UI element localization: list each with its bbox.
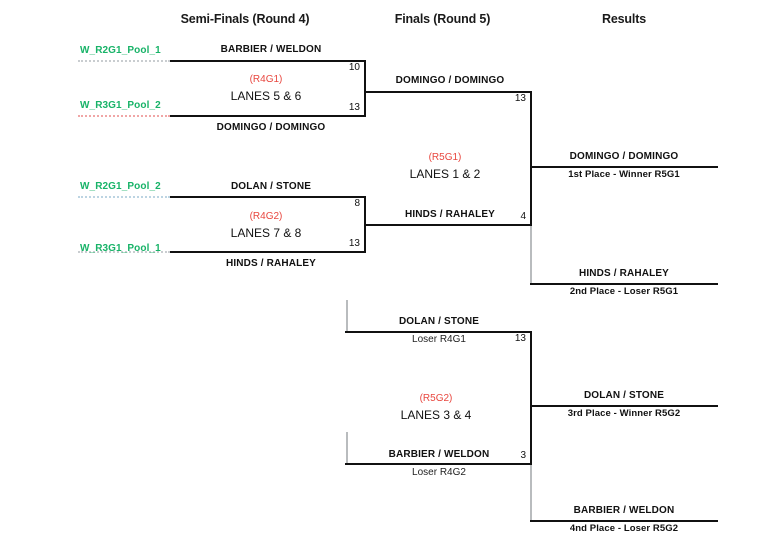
score-r4g2-top: 8 <box>354 198 360 209</box>
game-id-r4g1: (R4G1) <box>249 74 283 85</box>
score-r4g1-top: 10 <box>348 62 360 73</box>
column-header-results: Results <box>601 12 647 26</box>
result-team-1st: DOMINGO / DOMINGO <box>569 151 679 162</box>
team-r4g2-top: DOLAN / STONE <box>230 181 312 192</box>
feed-line-r4g2-top <box>78 196 170 198</box>
result-bar-1st <box>530 166 718 168</box>
score-r4g2-bottom: 13 <box>348 238 360 249</box>
team-r4g1-bottom: DOMINGO / DOMINGO <box>216 122 326 133</box>
score-r5g1-top: 13 <box>514 93 526 104</box>
result-place-4th: 4nd Place - Loser R5G2 <box>569 523 679 534</box>
connector-r5g2 <box>530 331 532 465</box>
match-bar-r4g1-top <box>170 60 366 62</box>
match-bar-r5g2-bottom <box>345 463 532 465</box>
game-id-r4g2: (R4G2) <box>249 211 283 222</box>
seed-label-r4g1-bottom: W_R3G1_Pool_2 <box>80 100 161 111</box>
feed-line-r4g1-bottom <box>78 115 170 117</box>
match-bar-r4g1-bottom <box>170 115 366 117</box>
result-place-3rd: 3rd Place - Winner R5G2 <box>567 408 681 419</box>
source-r5g2-top: Loser R4G1 <box>412 334 466 345</box>
game-id-r5g1: (R5G1) <box>428 152 462 163</box>
feed-line-r4g2-bottom <box>78 251 170 253</box>
match-bar-r5g2-top <box>345 331 532 333</box>
team-r4g1-top: BARBIER / WELDON <box>220 44 322 55</box>
result-team-2nd: HINDS / RAHALEY <box>578 268 670 279</box>
stub-r5g2-top <box>346 300 348 331</box>
connector-result-2nd <box>530 226 532 284</box>
team-r5g2-top: DOLAN / STONE <box>398 316 480 327</box>
lanes-r4g1: LANES 5 & 6 <box>230 89 302 103</box>
feed-line-r4g1-top <box>78 60 170 62</box>
connector-result-4th <box>530 465 532 521</box>
result-team-3rd: DOLAN / STONE <box>583 390 665 401</box>
result-place-1st: 1st Place - Winner R5G1 <box>568 169 680 180</box>
result-place-2nd: 2nd Place - Loser R5G1 <box>569 286 679 297</box>
result-bar-2nd <box>530 283 718 285</box>
seed-label-r4g2-bottom: W_R3G1_Pool_1 <box>80 243 161 254</box>
source-r5g2-bottom: Loser R4G2 <box>412 467 466 478</box>
score-r5g2-top: 13 <box>514 333 526 344</box>
lanes-r4g2: LANES 7 & 8 <box>230 226 302 240</box>
result-team-4th: BARBIER / WELDON <box>573 505 675 516</box>
column-header-finals: Finals (Round 5) <box>394 12 491 26</box>
team-r4g2-bottom: HINDS / RAHALEY <box>225 258 317 269</box>
match-bar-r4g2-bottom <box>170 251 366 253</box>
game-id-r5g2: (R5G2) <box>419 393 453 404</box>
team-r5g1-bottom: HINDS / RAHALEY <box>404 209 496 220</box>
team-r5g1-top: DOMINGO / DOMINGO <box>395 75 505 86</box>
result-bar-3rd <box>530 405 718 407</box>
seed-label-r4g1-top: W_R2G1_Pool_1 <box>80 45 161 56</box>
match-bar-r5g1-bottom <box>364 224 532 226</box>
connector-r5g1 <box>530 91 532 226</box>
seed-label-r4g2-top: W_R2G1_Pool_2 <box>80 181 161 192</box>
lanes-r5g2: LANES 3 & 4 <box>400 408 472 422</box>
stub-r5g2-bottom <box>346 432 348 463</box>
match-bar-r5g1-top <box>364 91 532 93</box>
lanes-r5g1: LANES 1 & 2 <box>409 167 481 181</box>
score-r5g1-bottom: 4 <box>520 211 526 222</box>
connector-r4g1 <box>364 60 366 117</box>
team-r5g2-bottom: BARBIER / WELDON <box>388 449 490 460</box>
column-header-semifinals: Semi-Finals (Round 4) <box>180 12 310 26</box>
score-r4g1-bottom: 13 <box>348 102 360 113</box>
result-bar-4th <box>530 520 718 522</box>
match-bar-r4g2-top <box>170 196 366 198</box>
score-r5g2-bottom: 3 <box>520 450 526 461</box>
